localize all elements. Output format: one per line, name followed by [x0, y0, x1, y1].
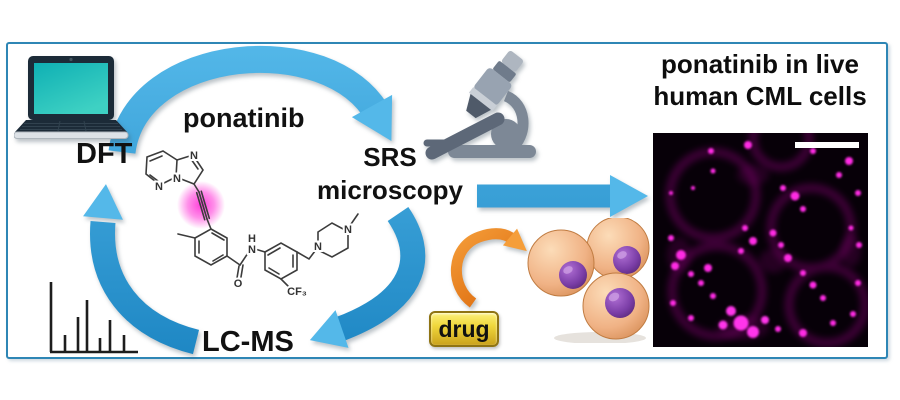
laptop-icon	[14, 56, 129, 139]
arrow-drug-to-cells	[451, 228, 527, 308]
atom-label: O	[234, 278, 243, 290]
cell	[586, 218, 650, 280]
atom-label: H	[248, 233, 256, 245]
fluorescence-micrograph	[653, 133, 868, 347]
drug-badge: drug	[429, 311, 499, 347]
microscope-icon	[423, 50, 536, 160]
atom-label: N	[173, 173, 181, 185]
dft-label: DFT	[76, 138, 133, 170]
atom-label: N	[190, 150, 198, 162]
scale-bar	[795, 142, 859, 148]
lcms-label: LC-MS	[202, 326, 294, 358]
atom-label: N	[248, 244, 256, 256]
arrow-srs-to-micrograph	[477, 175, 648, 217]
atom-label: N	[155, 181, 163, 193]
arrow-dft-to-srs	[108, 45, 393, 155]
ponatinib-structure: N N N H N O CF₃ N N	[145, 148, 359, 300]
arrow-lcms-to-dft	[83, 184, 200, 355]
title-line1: ponatinib in live	[661, 49, 859, 79]
cml-cells-icon	[527, 218, 650, 343]
result-panel-title: ponatinib in live human CML cells	[645, 49, 875, 112]
drug-label: drug	[438, 315, 490, 342]
srs-microscopy-label: SRS microscopy	[315, 141, 465, 206]
atom-label: N	[344, 224, 352, 236]
srs-line1: SRS	[363, 142, 417, 172]
cell	[527, 229, 595, 297]
atom-label: CF₃	[287, 286, 307, 298]
title-line2: human CML cells	[653, 80, 867, 111]
cell	[582, 272, 650, 340]
srs-line2: microscopy	[317, 174, 463, 205]
ponatinib-label: ponatinib	[183, 103, 305, 133]
atom-label: N	[314, 241, 322, 253]
mass-spectrum-icon	[49, 282, 138, 354]
arrow-srs-to-lcms	[309, 206, 426, 348]
